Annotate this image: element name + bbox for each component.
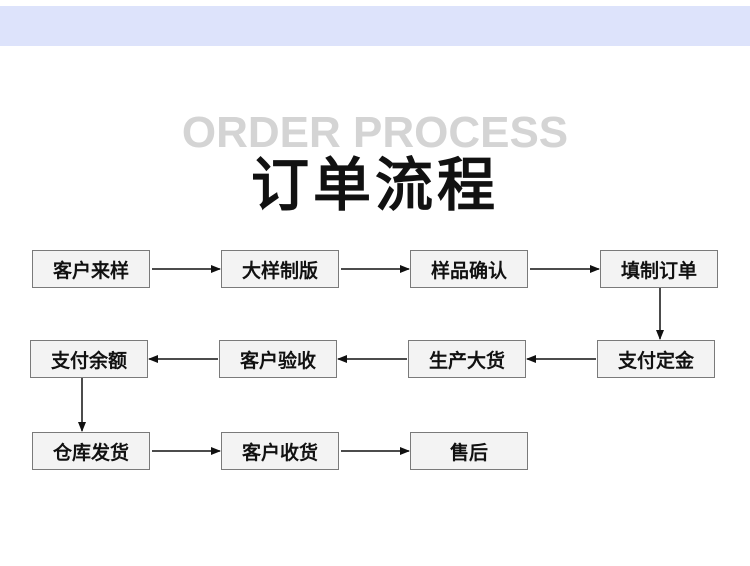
step-box: 仓库发货 bbox=[32, 432, 150, 470]
step-box: 客户来样 bbox=[32, 250, 150, 288]
step-box: 样品确认 bbox=[410, 250, 528, 288]
step-box: 支付定金 bbox=[597, 340, 715, 378]
page-title: 订单流程 bbox=[250, 151, 499, 219]
step-box: 客户收货 bbox=[221, 432, 339, 470]
step-box: 生产大货 bbox=[408, 340, 526, 378]
background-title: ORDER PROCESS bbox=[181, 108, 569, 157]
step-box: 支付余额 bbox=[30, 340, 148, 378]
step-box: 大样制版 bbox=[221, 250, 339, 288]
step-box: 客户验收 bbox=[219, 340, 337, 378]
header-band bbox=[0, 6, 750, 46]
step-box: 售后 bbox=[410, 432, 528, 470]
step-box: 填制订单 bbox=[600, 250, 718, 288]
